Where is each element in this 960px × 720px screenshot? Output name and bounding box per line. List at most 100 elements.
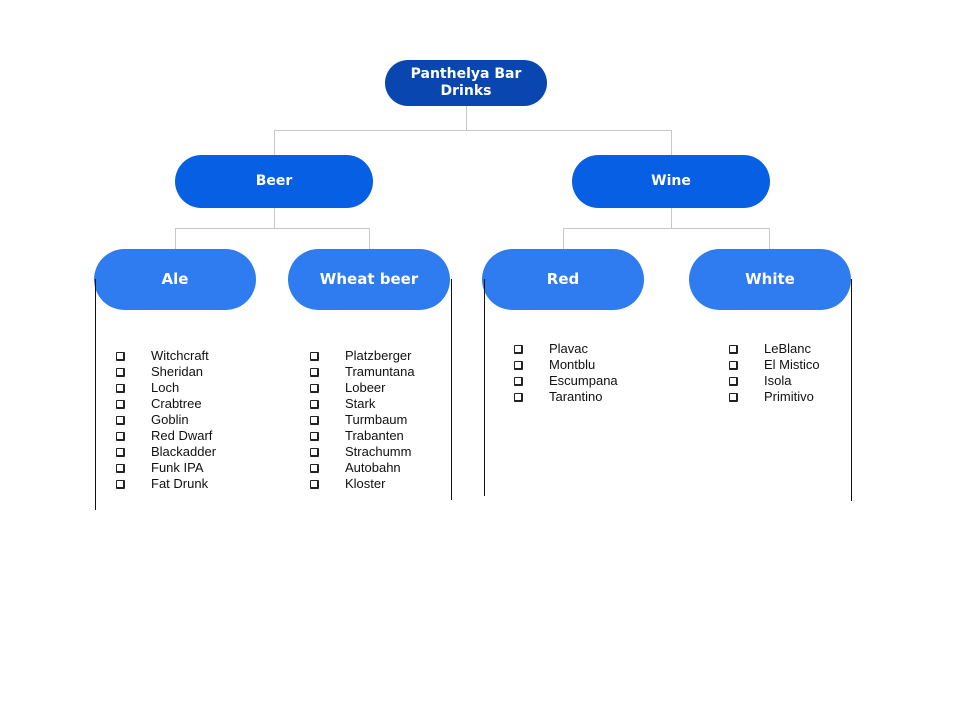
item-label: Red Dwarf [151, 428, 213, 443]
root-label: Panthelya Bar Drinks [410, 66, 522, 99]
checkbox-icon[interactable] [729, 392, 738, 402]
checkbox-icon[interactable] [116, 415, 125, 425]
list-item[interactable]: Tramuntana [310, 364, 415, 380]
connector-root-down [466, 106, 467, 130]
checkbox-icon[interactable] [729, 344, 738, 354]
item-label: Montblu [549, 357, 596, 372]
checkbox-icon[interactable] [116, 479, 125, 489]
item-label: Autobahn [345, 460, 401, 475]
white-list: LeBlanc El Mistico Isola Primitivo [729, 341, 820, 405]
list-item[interactable]: Funk IPA [116, 460, 216, 476]
category-label: Beer [255, 173, 293, 189]
list-item[interactable]: Tarantino [514, 389, 618, 405]
connector-red-up [563, 228, 564, 249]
list-item[interactable]: Platzberger [310, 348, 415, 364]
list-item[interactable]: Crabtree [116, 396, 216, 412]
checkbox-icon[interactable] [310, 431, 319, 441]
list-item[interactable]: Plavac [514, 341, 618, 357]
item-label: Kloster [345, 476, 386, 491]
checkbox-icon[interactable] [310, 479, 319, 489]
item-label: Witchcraft [151, 348, 209, 363]
subcategory-label: White [745, 270, 795, 288]
list-item[interactable]: Stark [310, 396, 415, 412]
item-label: Sheridan [151, 364, 204, 379]
list-item[interactable]: Isola [729, 373, 820, 389]
checkbox-icon[interactable] [116, 367, 125, 377]
item-label: Turmbaum [345, 412, 408, 427]
checkbox-icon[interactable] [310, 399, 319, 409]
list-item[interactable]: Escumpana [514, 373, 618, 389]
checkbox-icon[interactable] [116, 383, 125, 393]
checkbox-icon[interactable] [514, 376, 523, 386]
checkbox-icon[interactable] [729, 360, 738, 370]
category-node-beer: Beer [175, 155, 373, 208]
subcategory-label: Wheat beer [319, 270, 419, 288]
list-item[interactable]: Turmbaum [310, 412, 415, 428]
item-label: Crabtree [151, 396, 202, 411]
subcategory-label: Ale [161, 270, 189, 288]
item-label: Platzberger [345, 348, 412, 363]
list-item[interactable]: Goblin [116, 412, 216, 428]
item-label: Strachumm [345, 444, 412, 459]
item-label: Blackadder [151, 444, 217, 459]
checkbox-icon[interactable] [310, 367, 319, 377]
checkbox-icon[interactable] [310, 447, 319, 457]
checkbox-icon[interactable] [116, 463, 125, 473]
item-label: Goblin [151, 412, 189, 427]
item-label: Fat Drunk [151, 476, 209, 491]
checkbox-icon[interactable] [116, 431, 125, 441]
category-label: Wine [651, 173, 691, 189]
connector-wine-up [671, 130, 672, 155]
item-label: Funk IPA [151, 460, 204, 475]
checkbox-icon[interactable] [116, 399, 125, 409]
list-item[interactable]: Red Dwarf [116, 428, 216, 444]
connector-wheat-up [369, 228, 370, 249]
list-item[interactable]: Blackadder [116, 444, 216, 460]
subcategory-label: Red [546, 270, 580, 288]
connector-beer-down [274, 208, 275, 228]
checkbox-icon[interactable] [514, 344, 523, 354]
connector-wine-down [671, 208, 672, 228]
root-node: Panthelya Bar Drinks [385, 60, 547, 106]
list-item[interactable]: Loch [116, 380, 216, 396]
subcategory-node-ale: Ale [94, 249, 256, 310]
connector-beer-up [274, 130, 275, 155]
list-item[interactable]: Kloster [310, 476, 415, 492]
list-item[interactable]: Autobahn [310, 460, 415, 476]
checkbox-icon[interactable] [514, 360, 523, 370]
item-label: LeBlanc [764, 341, 811, 356]
list-item[interactable]: El Mistico [729, 357, 820, 373]
checkbox-icon[interactable] [116, 351, 125, 361]
item-label: Trabanten [345, 428, 404, 443]
connector-white-up [769, 228, 770, 249]
connector-wine-horizontal [563, 228, 770, 229]
list-item[interactable]: Witchcraft [116, 348, 216, 364]
subcategory-node-wheat-beer: Wheat beer [288, 249, 450, 310]
subcategory-node-red: Red [482, 249, 644, 310]
connector-root-horizontal [274, 130, 672, 131]
checkbox-icon[interactable] [310, 383, 319, 393]
item-label: Tarantino [549, 389, 603, 404]
checkbox-icon[interactable] [514, 392, 523, 402]
checkbox-icon[interactable] [729, 376, 738, 386]
checkbox-icon[interactable] [310, 351, 319, 361]
list-item[interactable]: Fat Drunk [116, 476, 216, 492]
checkbox-icon[interactable] [116, 447, 125, 457]
item-label: Plavac [549, 341, 589, 356]
list-item[interactable]: Primitivo [729, 389, 820, 405]
list-item[interactable]: Sheridan [116, 364, 216, 380]
checkbox-icon[interactable] [310, 463, 319, 473]
wheat-beer-border-line [451, 279, 452, 500]
list-item[interactable]: Trabanten [310, 428, 415, 444]
item-label: Escumpana [549, 373, 618, 388]
subcategory-node-white: White [689, 249, 851, 310]
item-label: Primitivo [764, 389, 814, 404]
list-item[interactable]: LeBlanc [729, 341, 820, 357]
checkbox-icon[interactable] [310, 415, 319, 425]
wheat-beer-list: Platzberger Tramuntana Lobeer Stark Turm… [310, 348, 415, 492]
list-item[interactable]: Montblu [514, 357, 618, 373]
item-label: El Mistico [764, 357, 820, 372]
list-item[interactable]: Strachumm [310, 444, 415, 460]
list-item[interactable]: Lobeer [310, 380, 415, 396]
white-border-line [851, 279, 852, 501]
